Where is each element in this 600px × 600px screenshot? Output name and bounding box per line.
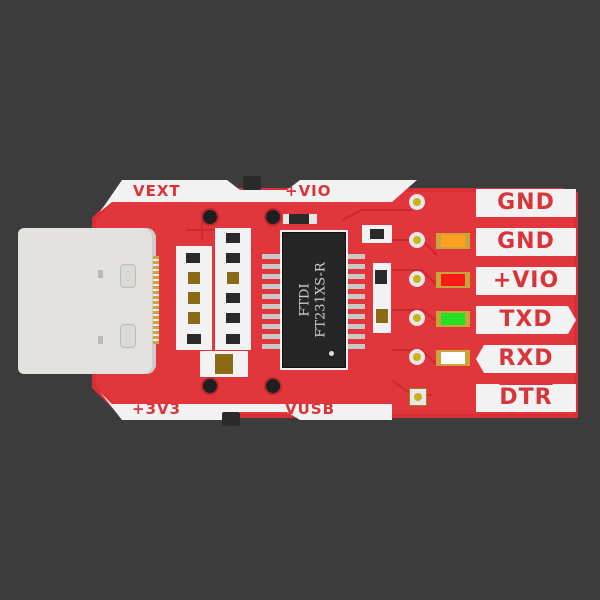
led-white	[436, 350, 470, 366]
pin1-dot	[329, 351, 334, 356]
pin-label-rxd: RXD	[476, 345, 576, 373]
resistor	[226, 293, 240, 303]
silk-label-vusb: VUSB	[285, 400, 336, 418]
pin-label-vio: +VIO	[476, 267, 576, 295]
resistor	[186, 253, 200, 263]
resistor	[375, 270, 387, 284]
resistor	[226, 233, 240, 243]
diode	[283, 214, 317, 224]
silk-label-vext: VEXT	[133, 182, 181, 200]
capacitor	[376, 309, 388, 323]
ic-pins-left	[262, 254, 284, 350]
header-pin-gnd-1[interactable]	[409, 194, 425, 210]
ic-marking: FTDI FT231XS-R	[298, 262, 330, 337]
capacitor-large	[215, 354, 233, 374]
mount-hole	[264, 208, 282, 226]
ic-maker: FTDI	[298, 283, 314, 317]
capacitor	[227, 272, 239, 284]
usb-c-pins	[153, 256, 159, 344]
resistor	[226, 313, 240, 323]
pin-label-gnd-2: GND	[476, 228, 576, 256]
mount-hole	[201, 377, 219, 395]
switch-tab-bottom	[222, 412, 240, 426]
pin-label-gnd-1: GND	[476, 189, 576, 217]
header-pin-dtr[interactable]	[409, 388, 427, 406]
resistor	[370, 229, 384, 239]
ic-part-number: FT231XS-R	[314, 262, 330, 338]
usb-c-connector[interactable]	[18, 228, 156, 374]
ic-pins-right	[343, 254, 365, 350]
capacitor	[188, 312, 200, 324]
header-pin-rxd[interactable]	[409, 349, 425, 365]
silk-label-vio-top: +VIO	[285, 182, 332, 200]
led-green	[436, 311, 470, 327]
usb-c-latch	[120, 324, 136, 348]
pin-label-dtr: DTR	[476, 384, 576, 412]
led-orange	[436, 233, 470, 249]
mount-hole	[264, 377, 282, 395]
capacitor	[188, 292, 200, 304]
pin-label-txd: TXD	[476, 306, 576, 334]
ic-ft231xs: FTDI FT231XS-R	[282, 232, 346, 368]
usb-c-latch	[120, 264, 136, 288]
resistor	[226, 334, 240, 344]
mount-hole	[201, 208, 219, 226]
usb-c-slot	[98, 270, 103, 278]
header-pin-vio[interactable]	[409, 271, 425, 287]
header-pin-txd[interactable]	[409, 310, 425, 326]
capacitor	[188, 272, 200, 284]
led-red	[436, 272, 470, 288]
resistor	[187, 334, 201, 344]
passive-array	[215, 228, 251, 350]
silk-label-3v3: +3V3	[132, 400, 182, 418]
switch-tab-top	[243, 176, 261, 190]
usb-c-slot	[98, 336, 103, 344]
header-pin-gnd-2[interactable]	[409, 232, 425, 248]
resistor	[226, 253, 240, 263]
